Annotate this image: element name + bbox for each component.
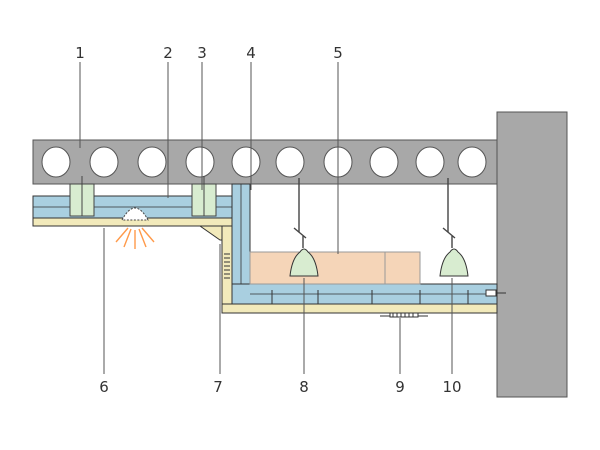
callout-6: 6 [99,378,109,396]
lower-studs [271,290,469,304]
slab-core [369,146,399,178]
slab-cores [41,146,487,178]
hanger-right [442,178,456,248]
upper-anchors [69,176,217,217]
callout-2: 2 [163,44,173,62]
callout-10: 10 [442,378,461,396]
callout-5: 5 [333,44,343,62]
callout-1: 1 [75,44,85,62]
vertical-board [221,225,233,305]
fixture-right [439,248,469,277]
slab-core [457,146,487,178]
slab-core [41,146,71,178]
leader-lines [79,62,453,374]
lower-ceiling-board [221,303,498,314]
hanger-left [293,178,307,248]
light-housing [121,207,149,221]
ceiling-grille [380,312,428,318]
slab-core [275,146,305,178]
recessed-light [115,207,155,249]
slab-core [185,146,215,178]
callout-7: 7 [213,378,223,396]
vertical-vent [224,253,230,279]
slab-core [415,146,445,178]
slab-core [89,146,119,178]
callout-4: 4 [246,44,256,62]
duct [249,251,421,285]
light-rays [115,227,155,249]
callout-8: 8 [299,378,309,396]
fixture-left [289,248,319,277]
callout-3: 3 [197,44,207,62]
wall-fastener [485,289,506,297]
concrete-wall [496,111,568,398]
callout-9: 9 [395,378,405,396]
slab-core [231,146,261,178]
slab-core [137,146,167,178]
